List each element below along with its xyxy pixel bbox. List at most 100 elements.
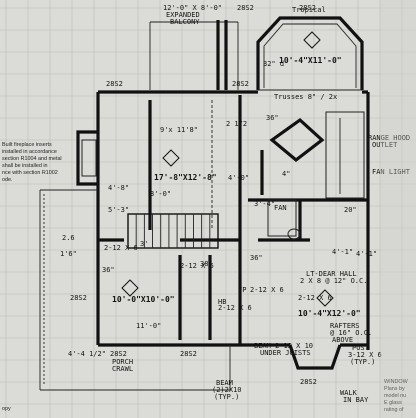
balcony-dim: 12'-0" X 8'-0" xyxy=(163,4,222,12)
beam-label: UNDER JOISTS xyxy=(260,349,311,357)
dimension-label: 36" xyxy=(250,254,263,262)
post-label: 3-12 X 6 xyxy=(348,351,382,359)
note-line: rating of xyxy=(384,407,404,413)
ceiling-symbol xyxy=(121,279,139,297)
bay-room-dimensions: 10'-4"X11'-0" xyxy=(279,56,342,65)
dimension-label: 28S2 xyxy=(232,80,249,88)
post-label: POST xyxy=(352,344,370,352)
rafters-label: RAFTERS xyxy=(330,322,360,330)
note-line: Plans by xyxy=(384,386,405,392)
note-line: Built fireplace inserts xyxy=(2,142,52,148)
beam-label: (TYP.) xyxy=(214,393,239,401)
dimension-label: 4'-0" xyxy=(228,174,249,182)
hall-label: LT-DEAR HALL xyxy=(306,270,357,278)
note-line: installed in accordance xyxy=(2,149,57,155)
dimension-label: 28S2 xyxy=(180,350,197,358)
bay-room-note: 32" d xyxy=(263,60,284,68)
dimension-label: 36" xyxy=(102,266,115,274)
note-line: nce with section R1002 xyxy=(2,170,58,176)
note-line: model nu xyxy=(384,393,406,399)
walk-in-bay-label: WALK xyxy=(340,389,358,397)
bath: FAN xyxy=(267,199,301,240)
dimension-label: 2-12 X 6 xyxy=(104,244,138,252)
porch-label: PORCH xyxy=(112,358,133,366)
dimension-label: 28S2 xyxy=(70,294,87,302)
dimension-label: 2 1/2 xyxy=(226,120,247,128)
range-hood-label: OUTLET xyxy=(372,141,398,149)
dimension-label: 4" xyxy=(282,170,290,178)
dimension-label: 2-12 X 6 xyxy=(180,262,214,270)
note-line: ode. xyxy=(2,177,13,183)
interior-walls xyxy=(98,95,368,345)
hall-label: 2 X 8 @ 12" O.C. xyxy=(300,277,367,285)
dimension-label: 28S2 xyxy=(300,378,317,386)
note-line: section R1004 and metal xyxy=(2,156,62,162)
dimension-label: 1'6" xyxy=(60,250,77,258)
ceiling-symbol xyxy=(162,149,180,167)
shadow xyxy=(380,0,416,418)
note-line: WINDOW xyxy=(384,379,409,385)
dimension-label: 2-12 X 6 xyxy=(218,304,252,312)
ceiling-symbol xyxy=(316,289,334,307)
dimension-label: 3'-4" xyxy=(254,200,275,208)
dimension-label: 2-12 X 6 xyxy=(298,294,332,302)
fireplace xyxy=(81,139,97,177)
dining-dimensions: 10'-0"X10'-0" xyxy=(112,295,175,304)
dimension-label: 4'-1" xyxy=(332,248,353,256)
dimension-label: 20" xyxy=(344,206,357,214)
bay-room: Tropical 10'-4"X11'-0" 32" d Trusses 8" … xyxy=(256,6,364,101)
dimension-label: 11'-0" xyxy=(136,322,161,330)
fan-label: FAN xyxy=(274,204,287,212)
dimension-label: 28S2 xyxy=(106,80,123,88)
balcony: 12'-0" X 8'-0" EXPANDED BALCONY 28S2 28S… xyxy=(149,4,316,90)
fireplace-note: Built fireplace inserts installed in acc… xyxy=(2,142,62,183)
range-hood-label: RANGE HOOD xyxy=(368,134,410,142)
dim-label: 28S2 xyxy=(237,4,254,12)
post-label: (TYP.) xyxy=(350,358,375,366)
porch: PORCH CRAWL xyxy=(39,189,231,391)
dimension-label: 5'-3" xyxy=(108,206,129,214)
great-room-dimensions: 17'-8"X12'-8" xyxy=(154,173,217,182)
beam-label: BEAM 2-12 X 10 xyxy=(254,342,313,350)
note-line: E glass xyxy=(384,400,402,406)
dimension-labels: 28S2 28S2 28S2 28S2 28S2 4'-8" 5'-3" 3'-0" 11'-0… xyxy=(60,80,377,386)
bay-room-label: Tropical xyxy=(292,6,326,14)
dimension-label: 36" xyxy=(266,114,279,122)
beam-label: (2)2X10 xyxy=(212,386,242,394)
fan-light-label: FAN LIGHT xyxy=(372,168,411,176)
porch-label: CRAWL xyxy=(112,365,133,373)
staircase xyxy=(127,213,219,249)
dimension-label: 3'-0" xyxy=(150,190,171,198)
great-room-ceiling: 9'x 11'8" xyxy=(160,126,198,134)
dimension-label: HB xyxy=(218,298,226,306)
dimension-label: 38" xyxy=(200,260,213,268)
walk-in-bay-label: IN BAY xyxy=(343,396,369,404)
ceiling-symbol xyxy=(303,31,321,49)
balcony-label: EXPANDED xyxy=(166,11,200,19)
room-labels: 17'-8"X12'-8" 9'x 11'8" 10'-0"X10'-0" 10… xyxy=(112,126,382,404)
dimension-label: 4'-8" xyxy=(108,184,129,192)
bedroom-dimensions: 10'-4"X12'-0" xyxy=(298,309,361,318)
window-note: WINDOW Plans by model nu E glass rating … xyxy=(384,379,409,413)
dimension-label: 4'-4 1/2" xyxy=(68,350,106,358)
dimension-label: 28S2 xyxy=(110,350,127,358)
balcony-label: BALCONY xyxy=(170,18,200,26)
note-fragment: opy xyxy=(2,406,11,412)
kitchen: RANGE HOOD OUTLET FAN LIGHT xyxy=(269,111,411,199)
rafters-label: ABOVE xyxy=(332,336,353,344)
stair-frame xyxy=(127,213,219,249)
dimension-label: 2.6 xyxy=(62,234,75,242)
dim-label: 28S2 xyxy=(299,4,316,12)
dimension-label: 3' xyxy=(140,240,148,248)
trusses-note: Trusses 8" / 2x xyxy=(274,93,337,101)
note-line: shall be installed in xyxy=(2,163,48,169)
exterior-walls xyxy=(76,90,370,370)
dimension-label: 2-12 X 6 xyxy=(250,286,284,294)
dimension-label: 4'-1" xyxy=(356,250,377,258)
dimension-label: FP xyxy=(238,286,246,294)
toilet xyxy=(287,228,301,240)
beam-label: BEAM xyxy=(216,379,233,387)
